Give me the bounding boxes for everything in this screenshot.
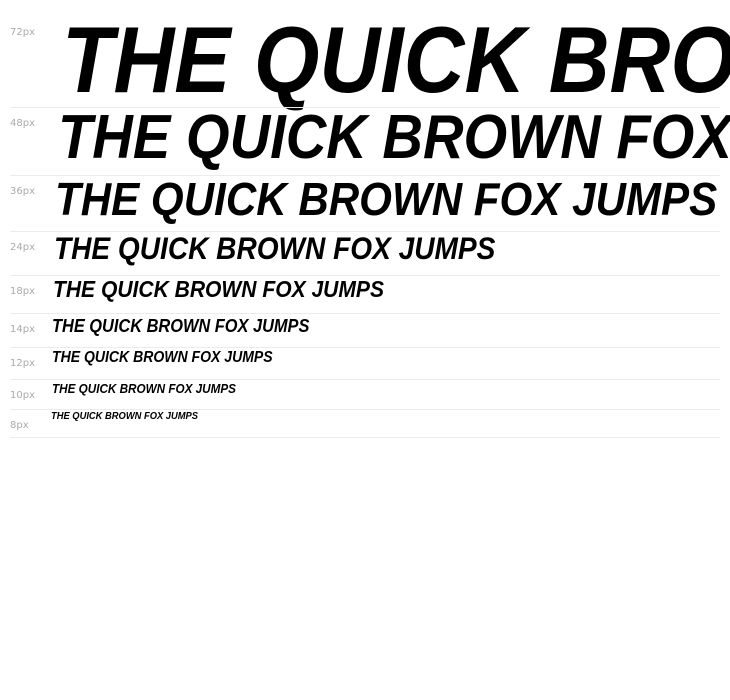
divider bbox=[10, 275, 720, 276]
divider bbox=[10, 437, 720, 438]
divider bbox=[10, 409, 720, 410]
size-label: 72px bbox=[10, 27, 35, 38]
sample-text: THE QUICK BROWN FOX JUMPS bbox=[58, 103, 730, 172]
divider bbox=[10, 231, 720, 232]
sample-text: THE QUICK BROWN FOX JUMPS bbox=[55, 173, 718, 225]
sample-text: THE QUICK BROWN FOX JUMPS bbox=[51, 411, 199, 422]
divider bbox=[10, 379, 720, 380]
size-label: 48px bbox=[10, 118, 35, 129]
size-label: 14px bbox=[10, 324, 35, 335]
sample-text: THE QUICK BROWN FOX JUMPS bbox=[53, 276, 384, 302]
sample-text: THE QUICK BROWN FOX JUMPS bbox=[62, 7, 730, 112]
divider bbox=[10, 107, 720, 108]
size-label: 10px bbox=[10, 390, 35, 401]
divider bbox=[10, 347, 720, 348]
sample-text: THE QUICK BROWN FOX JUMPS bbox=[52, 381, 236, 396]
divider bbox=[10, 313, 720, 314]
size-label: 12px bbox=[10, 358, 35, 369]
sample-text: THE QUICK BROWN FOX JUMPS bbox=[54, 231, 496, 266]
size-label: 8px bbox=[10, 420, 29, 431]
size-label: 36px bbox=[10, 186, 35, 197]
divider bbox=[10, 175, 720, 176]
sample-text: THE QUICK BROWN FOX JUMPS bbox=[52, 316, 310, 336]
size-label: 18px bbox=[10, 286, 35, 297]
sample-text: THE QUICK BROWN FOX JUMPS bbox=[52, 349, 273, 366]
size-label: 24px bbox=[10, 242, 35, 253]
